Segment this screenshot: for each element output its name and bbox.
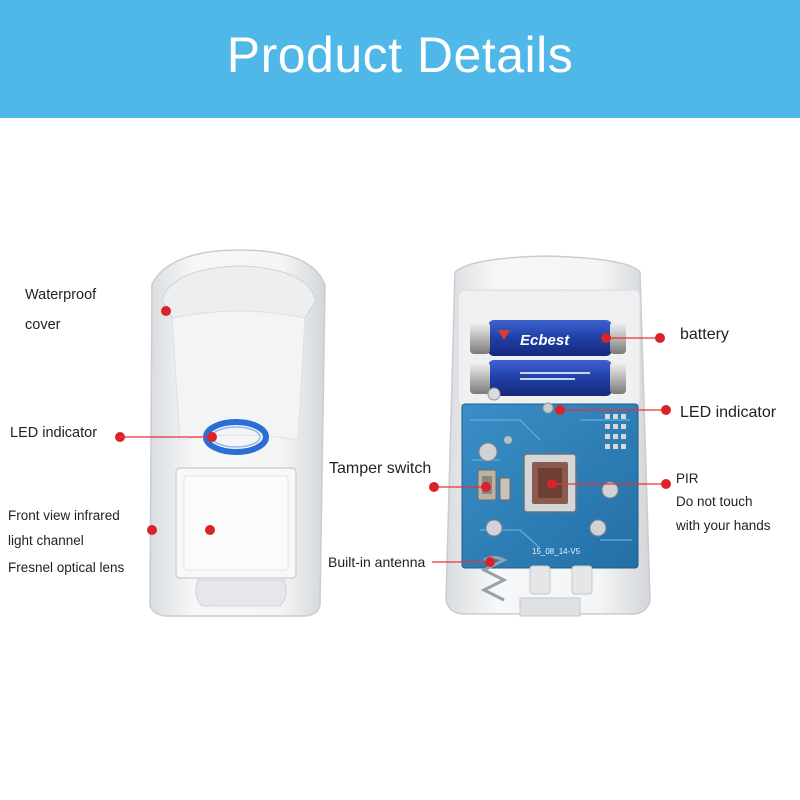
label-tamper-switch: Tamper switch xyxy=(329,460,432,477)
front-detector xyxy=(149,249,326,617)
antenna-spring xyxy=(480,556,508,602)
battery-brand: Ecbest xyxy=(520,332,570,349)
page-title: Product Details xyxy=(226,27,574,83)
callout-dot-led-front-end xyxy=(207,432,217,442)
callout-dot-led-back xyxy=(555,405,565,415)
label-waterproof-line2: cover xyxy=(25,317,61,333)
callout-dot-pir xyxy=(547,479,557,489)
callout-dot-antenna xyxy=(485,557,495,567)
callout-dot-battery xyxy=(601,333,611,343)
front-bottom-slot xyxy=(195,579,287,607)
callout-markers xyxy=(115,306,671,567)
callout-dot-fresnel xyxy=(205,525,215,535)
header-banner xyxy=(0,0,800,118)
label-pir-line1: PIR xyxy=(676,471,699,486)
pcb-code: 15_08_14-V5 xyxy=(532,547,581,556)
callout-dot-tamper xyxy=(429,482,439,492)
label-front-view-line1: Front view infrared xyxy=(8,508,120,523)
callout-dot-front-view xyxy=(147,525,157,535)
callout-dot-waterproof xyxy=(161,306,171,316)
label-pir-line3: with your hands xyxy=(676,518,771,533)
label-front-view-line2: light channel xyxy=(8,533,84,548)
pcb-board: 15_08_14-V5 xyxy=(461,387,639,569)
label-built-in-antenna: Built-in antenna xyxy=(328,554,426,570)
label-led-indicator-front: LED indicator xyxy=(10,425,98,441)
label-waterproof-line1: Waterproof xyxy=(25,287,97,303)
label-battery: battery xyxy=(680,326,729,343)
battery-bottom xyxy=(470,360,626,396)
label-front-view-line3: Fresnel optical lens xyxy=(8,560,125,575)
label-led-indicator-back: LED indicator xyxy=(680,404,777,421)
label-pir-line2: Do not touch xyxy=(676,494,753,509)
